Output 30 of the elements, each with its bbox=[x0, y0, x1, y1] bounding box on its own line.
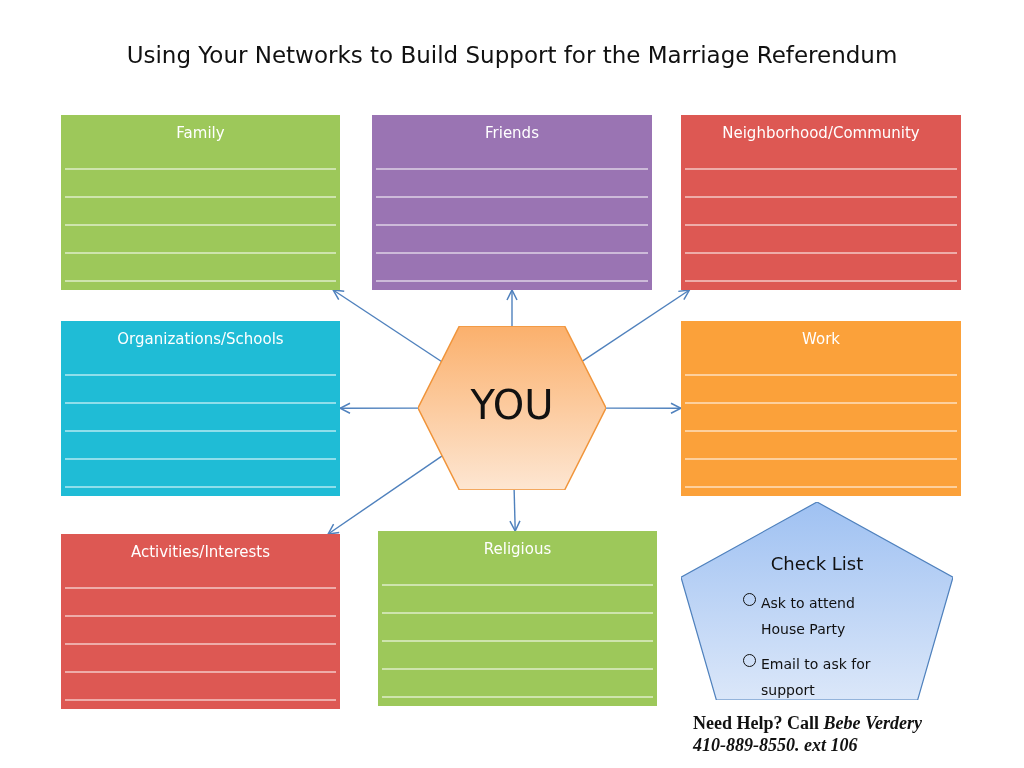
box-heading: Organizations/Schools bbox=[116, 330, 285, 348]
arrow bbox=[327, 455, 443, 535]
arrow bbox=[339, 402, 419, 414]
category-box bbox=[61, 534, 340, 709]
arrow bbox=[506, 289, 518, 327]
box-heading: Activities/Interests bbox=[129, 543, 272, 561]
category-box bbox=[372, 115, 652, 290]
box-heading: Work bbox=[801, 330, 841, 348]
checklist-item: Email to ask for support bbox=[761, 655, 872, 700]
arrow bbox=[581, 289, 691, 362]
title: Using Your Networks to Build Support for the Marriage Referendum bbox=[125, 42, 899, 68]
contact-note: 410-889-8550. ext 106 bbox=[693, 735, 858, 756]
arrow bbox=[332, 289, 443, 363]
contact-note: Need Help? Call Bebe Verdery bbox=[693, 713, 922, 734]
arrow bbox=[509, 489, 521, 532]
category-box bbox=[61, 321, 340, 496]
category-box bbox=[681, 115, 961, 290]
arrow bbox=[605, 402, 682, 414]
checklist-item: Ask to attend House Party bbox=[761, 594, 856, 639]
hexagon bbox=[418, 326, 606, 490]
category-box bbox=[378, 531, 657, 706]
box-heading: Friends bbox=[484, 124, 540, 142]
checklist-heading: Check List bbox=[769, 553, 865, 574]
box-heading: Family bbox=[175, 124, 226, 142]
category-box bbox=[61, 115, 340, 290]
box-heading: Religious bbox=[482, 540, 553, 558]
category-box bbox=[681, 321, 961, 496]
box-heading: Neighborhood/Community bbox=[721, 124, 921, 142]
center-label: YOU bbox=[469, 382, 555, 428]
pentagon bbox=[681, 502, 953, 700]
